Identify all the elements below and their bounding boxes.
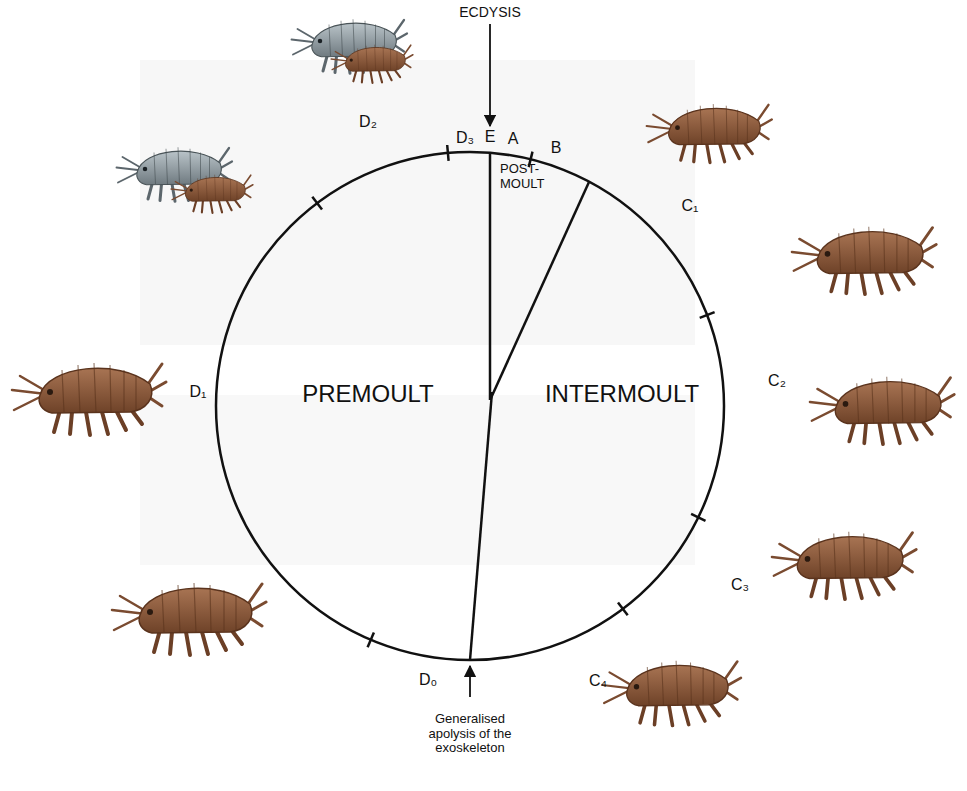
stage-label: C₄ <box>589 672 607 690</box>
event-label: Generalised apolysis of the exoskeleton <box>415 712 525 757</box>
event-label: ECDYSIS <box>459 4 520 20</box>
pointer-arrow <box>469 666 471 697</box>
stage-label: C₃ <box>731 576 749 594</box>
cycle-circle <box>216 152 724 660</box>
divider-line <box>489 153 492 400</box>
faint-panel <box>140 395 695 565</box>
stage-label: D₂ <box>359 113 377 131</box>
stage-label: D₀ <box>419 671 437 689</box>
stage-label: B <box>551 139 562 157</box>
faint-panel <box>140 60 695 345</box>
stage-label: D₃ <box>456 129 474 147</box>
stage-label: D₁ <box>190 383 207 401</box>
phase-label: PREMOULT <box>302 380 434 408</box>
phase-label: POST-MOULT <box>500 162 562 192</box>
pointer-arrow <box>489 24 491 126</box>
stage-label: E <box>485 128 496 146</box>
phase-label: INTERMOULT <box>545 380 699 408</box>
amphipod-figures <box>12 19 954 725</box>
divider-line <box>491 182 589 398</box>
divider-line <box>470 392 492 660</box>
stage-label: A <box>508 130 519 148</box>
stage-label: C₁ <box>682 197 699 215</box>
stage-label: C₂ <box>768 372 786 390</box>
